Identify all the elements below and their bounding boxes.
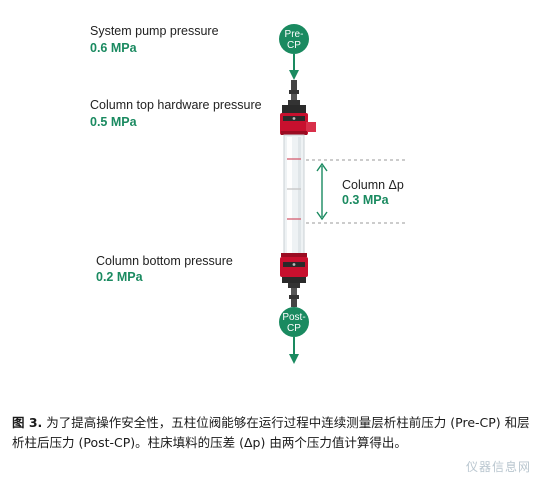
column-top-pressure-label: Column top hardware pressure xyxy=(90,98,262,112)
pre-cp-sensor xyxy=(279,24,309,54)
pre-cp-flow-arrowhead xyxy=(289,70,299,80)
post-cp-sensor xyxy=(279,307,309,337)
post-cp-flow-arrowhead xyxy=(289,354,299,364)
post-cp-label-line1: Post- xyxy=(282,312,305,323)
bottom-fitting xyxy=(288,283,300,307)
system-pump-pressure-value: 0.6 MPa xyxy=(90,41,137,55)
column-delta-p-value: 0.3 MPa xyxy=(342,193,389,207)
figure-label: 图 3. xyxy=(12,415,43,430)
column-bottom-pressure-value: 0.2 MPa xyxy=(96,270,143,284)
delta-double-arrow xyxy=(316,162,328,221)
column-top-pressure-value: 0.5 MPa xyxy=(90,115,137,129)
top-fitting xyxy=(288,80,300,105)
pre-cp-label-line1: Pre- xyxy=(285,29,304,40)
watermark-text: 仪器信息网 xyxy=(465,460,531,474)
glass-column xyxy=(283,134,305,256)
post-cp-label-line2: CP xyxy=(287,323,301,334)
pre-cp-label-line2: CP xyxy=(287,40,301,51)
system-pump-pressure-label: System pump pressure xyxy=(90,24,219,38)
column-top-cap xyxy=(280,105,316,135)
column-bottom-cap xyxy=(280,253,308,283)
figure-caption: 图 3. 为了提高操作安全性，五柱位阀能够在运行过程中连续测量层析柱前压力 (P… xyxy=(12,413,537,453)
figure-caption-text: 为了提高操作安全性，五柱位阀能够在运行过程中连续测量层析柱前压力 (Pre-CP… xyxy=(12,415,530,450)
column-delta-p-label: Column Δp xyxy=(342,178,404,192)
column-bottom-pressure-label: Column bottom pressure xyxy=(96,254,233,268)
